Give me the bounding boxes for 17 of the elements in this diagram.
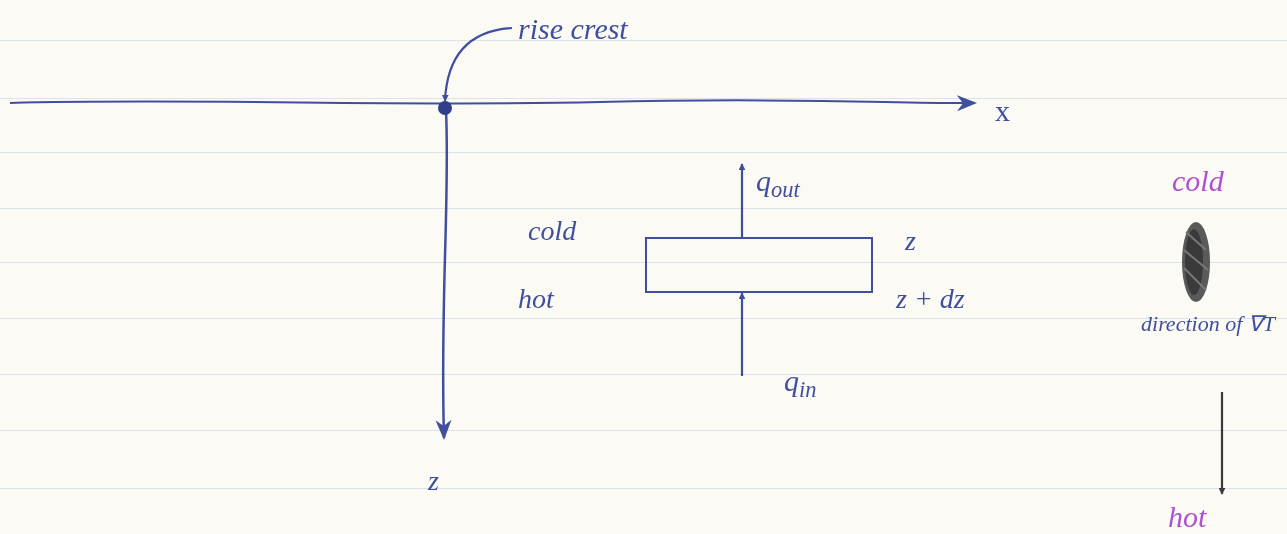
flux-label: q$_{in}$ (760, 358, 850, 400)
annotation-text: direction of ∇T (1138, 310, 1278, 382)
fluid-element-box (645, 237, 873, 293)
axis-label: x (995, 93, 1010, 129)
arrow (738, 292, 746, 376)
axis-label: z (905, 224, 916, 258)
callout-text: rise crest (518, 6, 718, 50)
leader-arrow (442, 26, 513, 102)
arrow (1218, 392, 1226, 495)
flux-label: q$_{out}$ (752, 158, 842, 200)
axis-label: z + dz (896, 282, 965, 316)
axis-label: hot (518, 282, 554, 316)
axis-label: cold (528, 214, 577, 248)
callout-text: hot (1168, 494, 1242, 530)
arrow (738, 163, 746, 237)
axis-label: cold (1172, 163, 1224, 199)
axis-label: z (428, 464, 439, 498)
